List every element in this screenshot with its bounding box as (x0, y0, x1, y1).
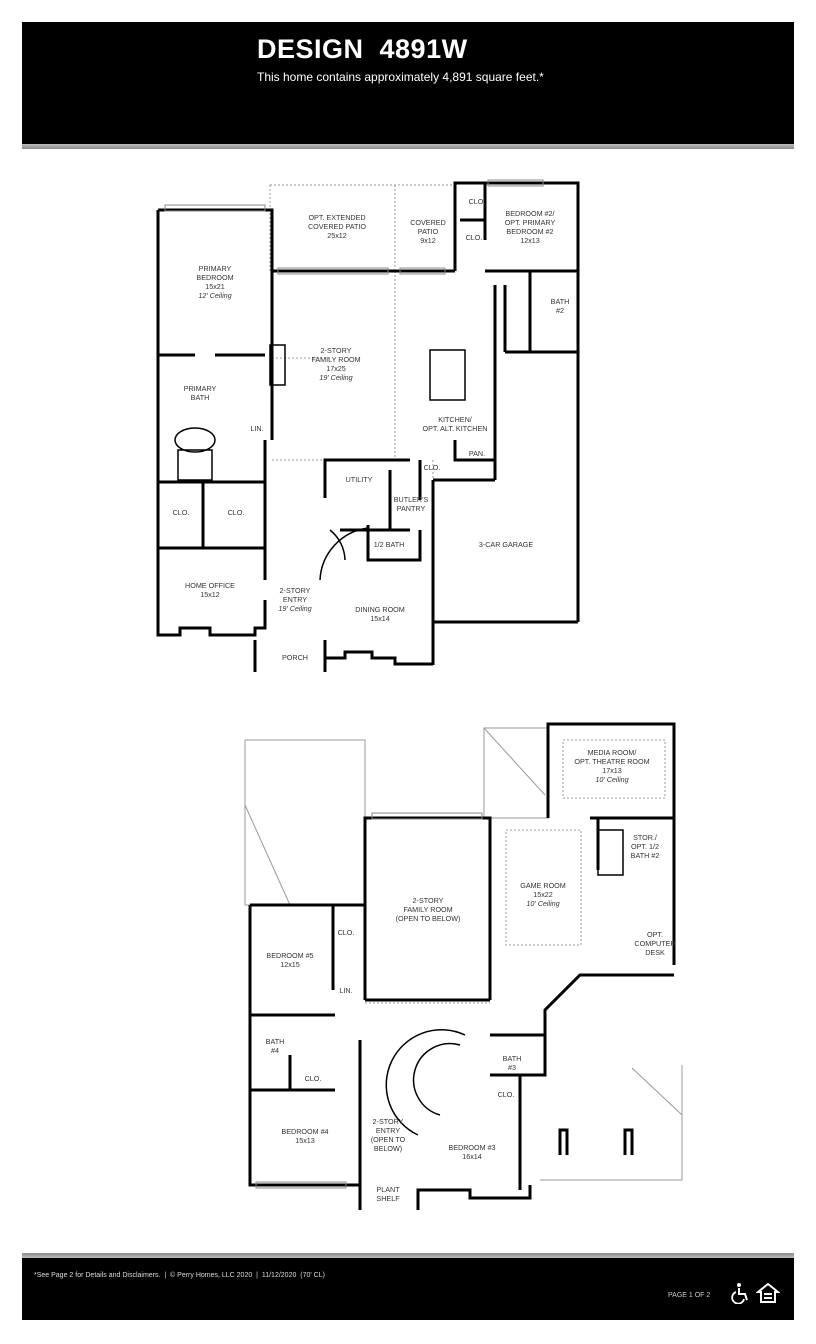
equal-housing-opportunity-icon (756, 1282, 780, 1303)
room-label-closet-bed2-a: CLO. (468, 197, 486, 206)
first-floor-plan (156, 179, 580, 672)
room-label-linen: LIN. (250, 424, 264, 433)
footer-divider (22, 1253, 794, 1258)
room-label-linen-2f: LIN. (339, 986, 353, 995)
room-label-closet-bed3: CLO. (497, 1090, 515, 1099)
square-footage-note: This home contains approximately 4,891 s… (257, 70, 544, 84)
room-label-closet-bed5: CLO. (337, 928, 355, 937)
room-label-kitchen: KITCHEN/OPT. ALT. KITCHEN (422, 415, 488, 433)
disclaimer-note: *See Page 2 for Details and Disclaimers.… (34, 1272, 325, 1279)
room-label-closet-right: CLO. (227, 508, 245, 517)
room-label-closet-bed4: CLO. (304, 1074, 322, 1083)
accessibility-icon (731, 1283, 748, 1304)
room-label-pantry: PAN. (468, 449, 486, 458)
header-divider (22, 144, 794, 149)
room-label-bath-4: BATH#4 (265, 1037, 285, 1055)
room-label-garage: 3-CAR GARAGE (478, 540, 534, 549)
page-number: PAGE 1 OF 2 (668, 1292, 711, 1299)
room-label-bath-2: BATH#2 (550, 297, 570, 315)
room-label-closet-left: CLO. (172, 508, 190, 517)
room-label-bath-3: BATH#3 (502, 1054, 522, 1072)
footer-banner: *See Page 2 for Details and Disclaimers.… (22, 1258, 794, 1320)
room-label-closet: CLO. (423, 463, 441, 472)
header-banner (22, 22, 794, 144)
room-label-utility: UTILITY (345, 475, 373, 484)
room-label-half-bath: 1/2 BATH (373, 540, 405, 549)
design-title: DESIGN 4891W (257, 34, 468, 64)
room-label-porch: PORCH (282, 653, 308, 662)
second-floor-plan (244, 722, 683, 1210)
room-label-closet-bed2-b: CLO. (465, 233, 483, 242)
